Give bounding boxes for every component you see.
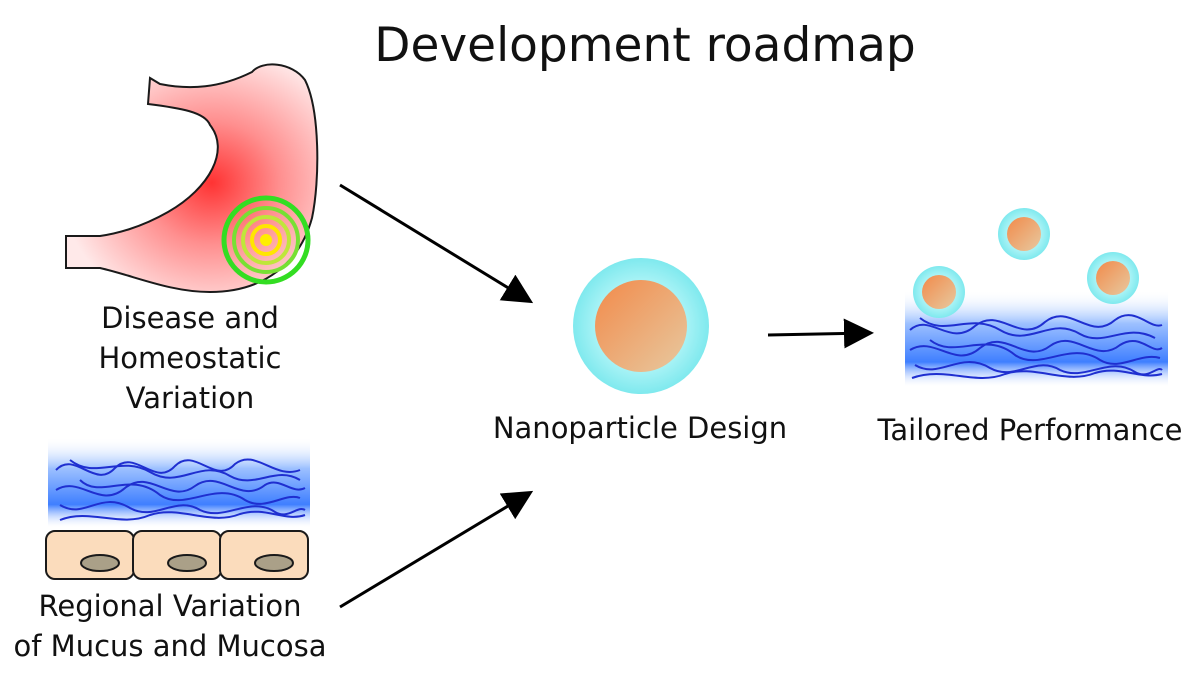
cell-nucleus: [167, 554, 207, 572]
label-line: Homeostatic: [98, 341, 282, 375]
diagram-title: Development roadmap: [374, 18, 916, 73]
label-tailored-performance: Tailored Performance: [877, 413, 1183, 447]
cell-nucleus: [254, 554, 294, 572]
label-regional-variation: Regional Variation of Mucus and Mucosa: [0, 586, 340, 666]
label-disease-variation: Disease and Homeostatic Variation: [40, 298, 340, 418]
mucus-layer-left: [48, 437, 310, 527]
label-line: of Mucus and Mucosa: [13, 629, 327, 663]
epithelial-cell: [219, 530, 309, 580]
arrow-disease-to-design: [339, 183, 534, 304]
nanoparticle-small: [1087, 252, 1139, 304]
epithelial-cell: [45, 530, 135, 580]
cell-nucleus: [80, 554, 120, 572]
nanoparticle-icon: [573, 258, 709, 394]
epithelial-cells: [45, 530, 309, 580]
label-line: Regional Variation: [38, 589, 302, 623]
nanoparticle-small: [998, 208, 1050, 260]
mucin-fibers-right: [909, 314, 1163, 379]
nanoparticle-small: [913, 266, 965, 318]
arrow-regional-to-design: [339, 490, 534, 609]
label-nanoparticle-design: Nanoparticle Design: [492, 411, 788, 445]
mucus-layer-right: [905, 290, 1168, 386]
label-line: Variation: [125, 381, 255, 415]
mucin-fibers-left: [55, 458, 306, 521]
epithelial-cell: [132, 530, 222, 580]
label-line: Disease and: [101, 301, 279, 335]
lesion-target-icon: [221, 195, 311, 285]
arrow-design-to-performance: [767, 318, 874, 349]
